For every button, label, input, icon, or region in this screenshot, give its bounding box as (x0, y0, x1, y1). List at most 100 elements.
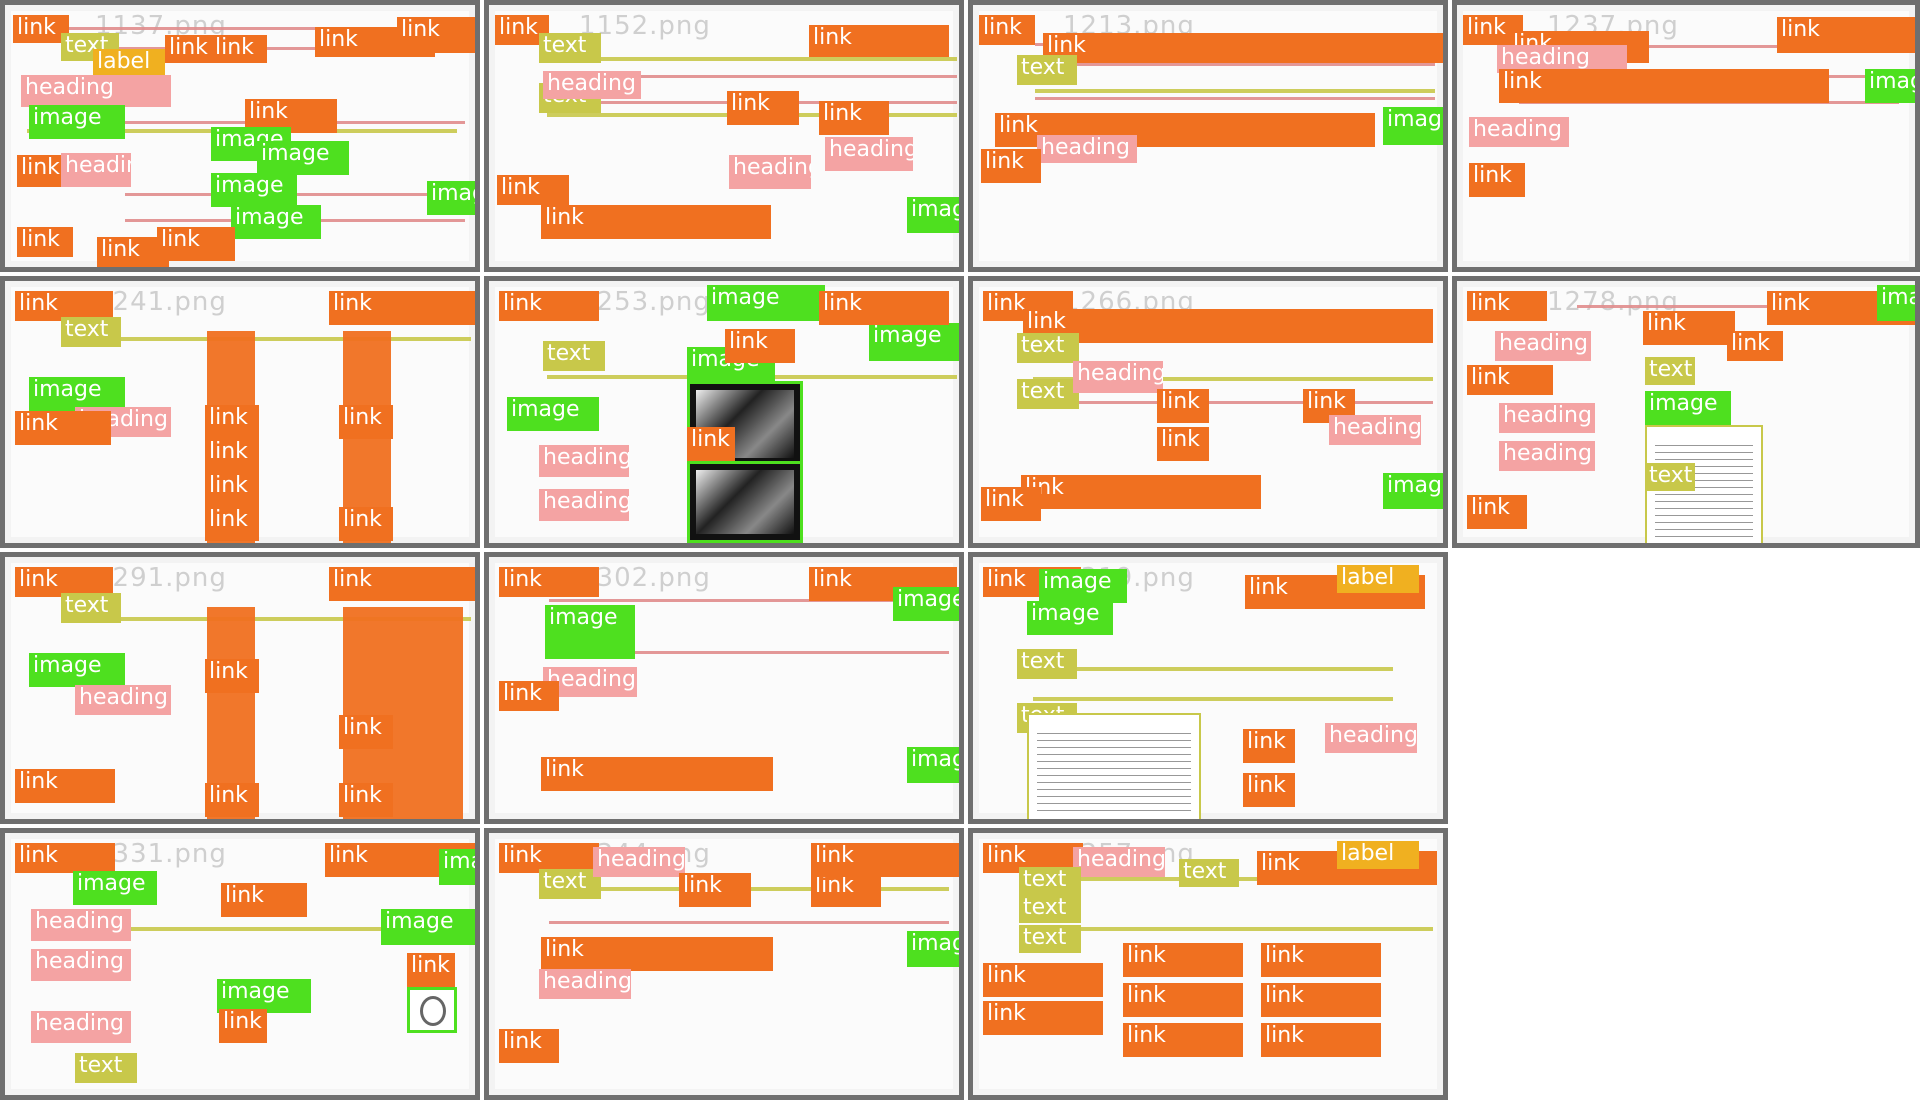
icon-thumbnail (407, 987, 457, 1033)
link-annotation[interactable]: link (1261, 983, 1381, 1017)
link-annotation[interactable]: link (1243, 729, 1295, 763)
annotation-label: heading (733, 155, 811, 180)
link-annotation[interactable]: link (211, 35, 267, 63)
link-annotation[interactable]: link (1261, 943, 1381, 977)
link-annotation[interactable]: link (17, 155, 69, 187)
link-annotation[interactable]: link (205, 473, 259, 507)
link-annotation[interactable]: link (541, 937, 773, 971)
link-annotation[interactable]: link (811, 843, 959, 877)
link-annotation[interactable]: link (499, 291, 599, 321)
link-annotation[interactable]: link (541, 757, 773, 791)
link-annotation[interactable]: link (1123, 983, 1243, 1017)
link-annotation[interactable]: link (497, 175, 569, 205)
annotation-label: link (209, 507, 248, 532)
link-annotation[interactable]: link (499, 843, 599, 873)
link-annotation[interactable]: link (1261, 1023, 1381, 1057)
link-annotation[interactable]: link (205, 783, 259, 817)
link-annotation[interactable]: link (809, 25, 949, 57)
link-annotation[interactable]: link (1777, 17, 1915, 53)
link-annotation[interactable]: link (819, 291, 949, 325)
link-annotation[interactable]: link (981, 487, 1041, 521)
link-annotation[interactable]: link (499, 567, 599, 597)
annotation-label: link (161, 227, 200, 252)
annotation-label: link (1265, 983, 1304, 1008)
annotation-label: link (1161, 427, 1200, 452)
annotation-label: link (545, 205, 584, 230)
annotation-label: image (1649, 391, 1718, 416)
link-annotation[interactable]: link (397, 17, 475, 53)
link-annotation[interactable]: link (15, 567, 113, 597)
annotation-label: link (21, 155, 60, 180)
image-annotation: image (869, 323, 959, 361)
annotation-label: image (1031, 601, 1100, 626)
link-annotation[interactable]: link (1123, 1023, 1243, 1057)
link-annotation[interactable]: link (1023, 309, 1433, 343)
annotation-label: image (711, 285, 780, 310)
link-annotation[interactable]: link (499, 1029, 559, 1063)
link-annotation[interactable]: link (819, 101, 889, 135)
link-annotation[interactable]: link (983, 1001, 1103, 1035)
link-annotation[interactable]: link (407, 953, 455, 987)
link-annotation[interactable]: link (15, 843, 115, 873)
link-annotation[interactable]: link (219, 1009, 267, 1043)
link-annotation[interactable]: link (1727, 331, 1783, 361)
link-annotation[interactable]: link (981, 149, 1041, 183)
link-annotation[interactable]: link (1643, 311, 1735, 345)
screenshot-cell-3: 1213.png link link text link heading ima… (968, 0, 1448, 272)
link-annotation[interactable]: link (339, 405, 393, 439)
link-annotation[interactable]: link (329, 567, 475, 601)
link-annotation[interactable]: link (1021, 475, 1261, 509)
image-annotation: image (1865, 69, 1915, 103)
link-annotation[interactable]: link (339, 783, 393, 817)
image-annotation: image (231, 205, 321, 239)
link-annotation[interactable]: link (15, 411, 111, 445)
link-annotation[interactable]: link (339, 507, 393, 541)
link-annotation[interactable]: link (17, 227, 73, 257)
link-annotation[interactable]: link (687, 427, 735, 461)
heading-annotation: heading (1073, 847, 1165, 877)
link-annotation[interactable]: link (1243, 773, 1295, 807)
link-annotation[interactable]: link (1467, 291, 1547, 321)
link-annotation[interactable]: link (205, 507, 259, 541)
link-annotation[interactable]: link (1469, 163, 1525, 197)
link-annotation[interactable]: link (205, 405, 259, 439)
link-annotation[interactable]: link (679, 873, 751, 907)
link-annotation[interactable]: link (329, 291, 475, 325)
link-annotation[interactable]: link (1123, 943, 1243, 977)
link-annotation[interactable]: link (1043, 33, 1443, 63)
link-annotation[interactable]: link (205, 439, 259, 473)
annotation-label: link (225, 883, 264, 908)
link-annotation[interactable]: link (979, 15, 1035, 45)
link-annotation[interactable]: link (13, 15, 69, 43)
link-annotation[interactable]: link (1467, 365, 1553, 395)
annotation-label: text (1649, 357, 1693, 382)
annotation-label: link (545, 937, 584, 962)
annotation-label: link (1503, 69, 1542, 94)
link-annotation[interactable]: link (1499, 69, 1829, 103)
annotation-label: image (261, 141, 330, 166)
link-annotation[interactable]: link (339, 715, 393, 749)
annotation-label: heading (1077, 361, 1163, 386)
link-annotation[interactable]: link (15, 769, 115, 803)
link-annotation[interactable]: link (499, 681, 559, 711)
annotation-label: link (501, 175, 540, 200)
image-annotation: image (211, 173, 297, 207)
link-annotation[interactable]: link (541, 205, 771, 239)
link-annotation[interactable]: link (1157, 389, 1209, 423)
label-annotation: label (1337, 565, 1419, 593)
link-annotation[interactable]: link (15, 291, 113, 321)
link-annotation[interactable]: link (205, 659, 259, 693)
link-annotation[interactable]: link (157, 227, 235, 261)
image-annotation: image (707, 285, 825, 321)
link-annotation[interactable]: link (983, 963, 1103, 997)
link-annotation[interactable]: link (1157, 427, 1209, 461)
annotation-label: heading (1503, 441, 1592, 466)
link-annotation[interactable]: link (1467, 495, 1527, 529)
link-annotation[interactable]: link (811, 873, 881, 907)
link-annotation[interactable]: link (725, 329, 795, 363)
annotation-label: heading (829, 137, 913, 162)
link-annotation[interactable]: link (727, 91, 799, 125)
text-annotation: text (61, 317, 121, 347)
link-annotation[interactable]: link (221, 883, 307, 917)
text-annotation: text (1017, 333, 1079, 363)
